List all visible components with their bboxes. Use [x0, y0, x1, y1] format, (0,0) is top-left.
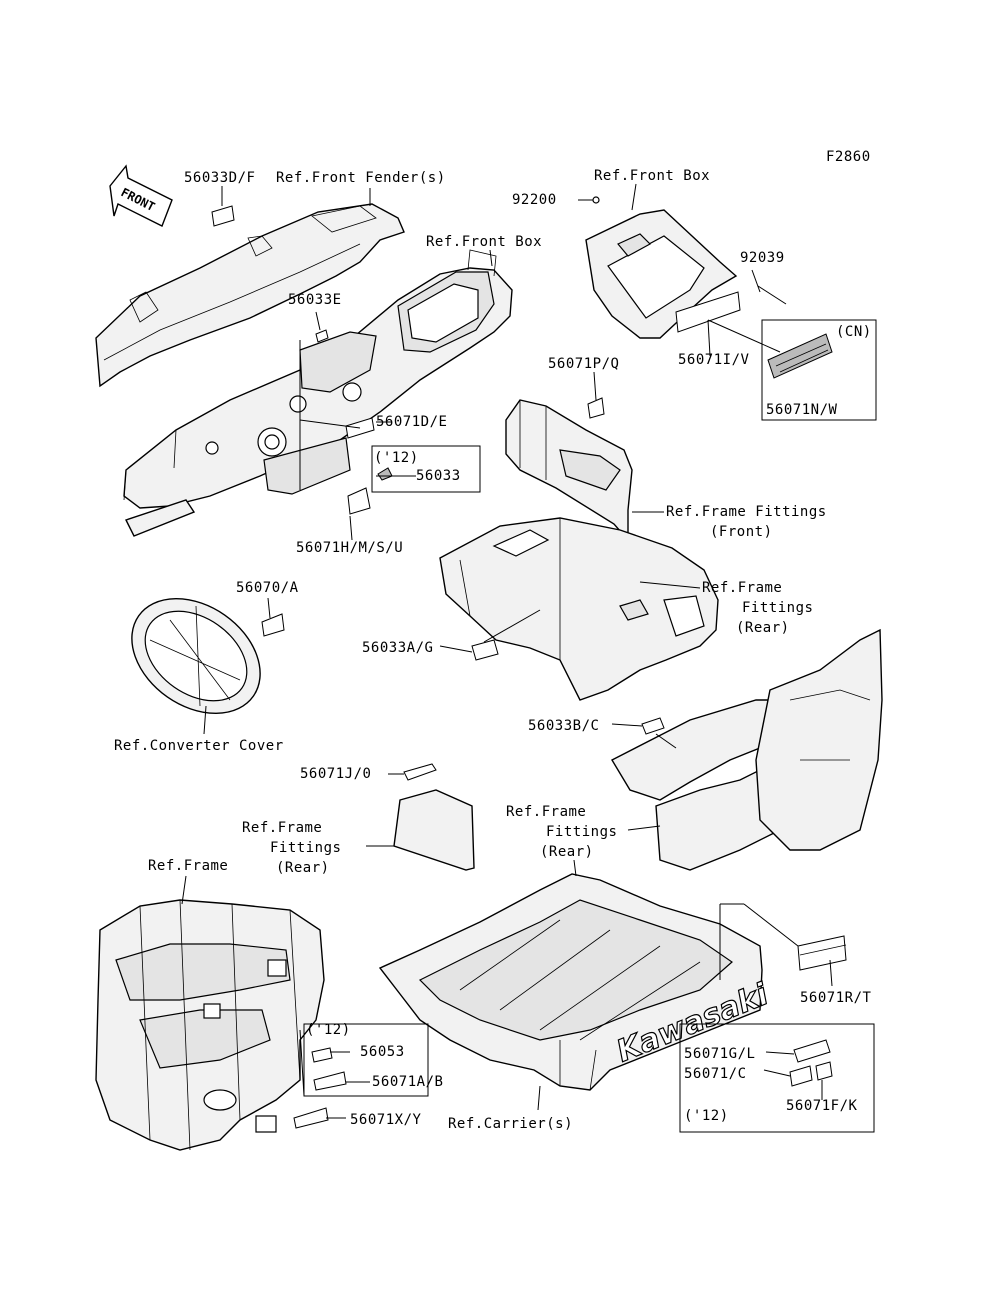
decal-56071AB [313, 1071, 347, 1091]
front-box-part [585, 209, 738, 339]
decal-56033AG [471, 639, 499, 661]
label-ref-frame: Ref.Frame [148, 858, 228, 874]
label-56071RT: 56071R/T [800, 990, 872, 1006]
label-frame-fittings-rear-c-3: (Rear) [540, 844, 594, 860]
decal-56033-box [371, 445, 481, 493]
mud-guard-part [393, 789, 475, 871]
decal-56071NW [767, 333, 833, 379]
decal-56033DF [211, 205, 235, 227]
decal-56071C [789, 1065, 813, 1087]
decal-56070A [261, 613, 285, 637]
decal-56071GL [793, 1039, 831, 1063]
label-frame-fittings-rear-b-1: Ref.Frame [242, 820, 322, 836]
label-56071PQ: 56071P/Q [548, 356, 619, 372]
decal-56033E [315, 329, 329, 343]
label-frame-fittings-rear-a-3: (Rear) [736, 620, 790, 636]
label-converter-cover: Ref.Converter Cover [114, 738, 284, 754]
label-56071FK: 56071F/K [786, 1098, 858, 1114]
decal-56053 [311, 1047, 333, 1063]
label-56071AB: 56071A/B [372, 1074, 443, 1090]
decal-56033BC [641, 717, 665, 735]
figure-code: F2860 [826, 149, 871, 165]
label-56033DF: 56033D/F [184, 170, 255, 186]
carrier-part [378, 873, 763, 1091]
label-56033: 56033 [416, 468, 461, 484]
decal-56071RT [797, 935, 847, 971]
label-92039: 92039 [740, 250, 785, 266]
label-frame-fittings-rear-b-3: (Rear) [276, 860, 330, 876]
label-frame-fittings-front-2: (Front) [710, 524, 773, 540]
decal-56071HMSU [347, 487, 371, 515]
decal-56071PQ [587, 397, 605, 419]
label-frame-fittings-rear-a-1: Ref.Frame [702, 580, 782, 596]
label-frame-fittings-rear-a-2: Fittings [742, 600, 813, 616]
label-56033BC: 56033B/C [528, 718, 599, 734]
label-front-box-2: Ref.Front Box [426, 234, 542, 250]
label-92200: 92200 [512, 192, 557, 208]
frame-fittings-rear-right-part [611, 628, 883, 871]
converter-cover-part [131, 597, 261, 715]
label-12-c: ('12) [684, 1108, 729, 1124]
label-56071NW: 56071N/W [766, 402, 838, 418]
label-56033E: 56033E [288, 292, 342, 308]
label-frame-fittings-rear-b-2: Fittings [270, 840, 341, 856]
front-fender-part [95, 203, 405, 388]
frame-part [95, 899, 325, 1151]
decal-56071XY [293, 1107, 329, 1129]
leader-lines [181, 183, 833, 1119]
label-56071C: 56071/C [684, 1066, 747, 1082]
label-12-a: ('12) [374, 450, 419, 466]
label-front-fender: Ref.Front Fender(s) [276, 170, 446, 186]
label-frame-fittings-rear-c-1: Ref.Frame [506, 804, 586, 820]
frame-fittings-rear-part [439, 517, 719, 701]
label-56071XY: 56071X/Y [350, 1112, 422, 1128]
dash-panel-part [123, 249, 513, 537]
decal-56071IV [675, 291, 741, 333]
label-frame-fittings-rear-c-2: Fittings [546, 824, 617, 840]
label-cn: (CN) [836, 324, 872, 340]
decal-56071J0 [403, 763, 437, 781]
decal-56033 [377, 467, 393, 481]
label-front-box-1: Ref.Front Box [594, 168, 710, 184]
label-56071DE: 56071D/E [376, 414, 447, 430]
label-frame-fittings-front-1: Ref.Frame Fittings [666, 504, 827, 520]
label-56071GL: 56071G/L [684, 1046, 755, 1062]
label-carrier: Ref.Carrier(s) [448, 1116, 573, 1132]
decal-56053-box [303, 1023, 429, 1097]
label-56053: 56053 [360, 1044, 405, 1060]
cn-box [761, 319, 877, 421]
decal-group-box [679, 1023, 875, 1133]
label-56071J0: 56071J/0 [300, 766, 371, 782]
side-panel-part [505, 399, 633, 542]
label-56071HMSU: 56071H/M/S/U [296, 540, 403, 556]
decal-56071FK [815, 1061, 833, 1081]
label-56071IV: 56071I/V [678, 352, 750, 368]
label-56070A: 56070/A [236, 580, 299, 596]
front-arrow-icon: FRONT [109, 164, 173, 227]
label-12-b: ('12) [306, 1022, 351, 1038]
label-56033AG: 56033A/G [362, 640, 433, 656]
